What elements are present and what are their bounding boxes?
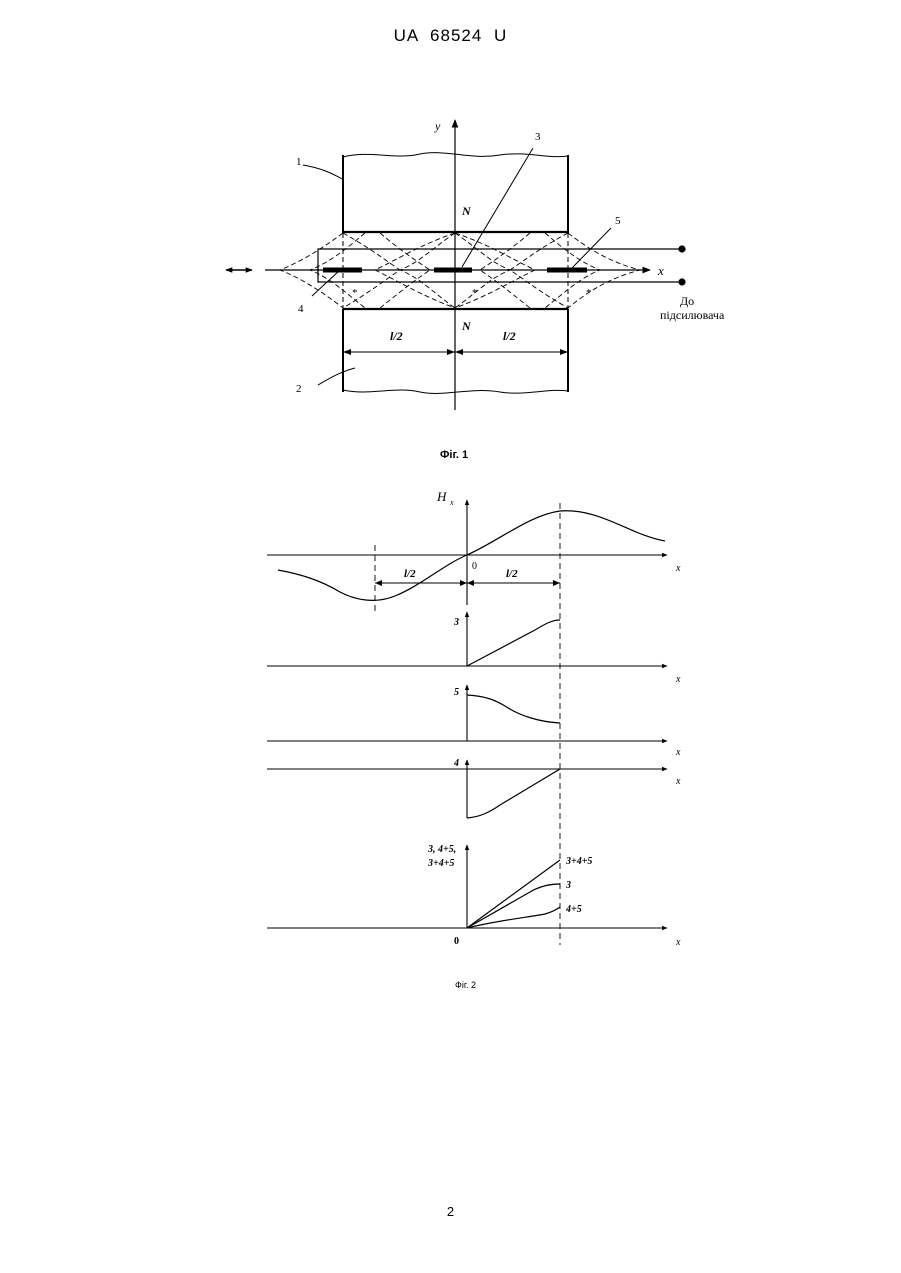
g4-curve xyxy=(467,769,560,818)
amplifier-label-1: До xyxy=(680,294,694,308)
dim-half-left: l/2 xyxy=(390,329,403,343)
g5-x-label: x xyxy=(675,747,681,758)
hx-dim-left: l/2 xyxy=(404,568,416,580)
hx-label: H xyxy=(436,489,447,504)
leader-1 xyxy=(303,165,344,180)
sum-curve-345-label: 3+4+5 xyxy=(565,856,592,867)
g3-label: 3 xyxy=(453,617,459,628)
svg-text:*: * xyxy=(586,287,592,299)
fig2-caption: Фіг. 2 xyxy=(455,980,476,990)
output-wire-top xyxy=(318,249,680,276)
pole-n-top: N xyxy=(461,204,472,218)
figure-2 xyxy=(267,500,667,945)
g5-label: 5 xyxy=(454,687,459,698)
hx-dim-right: l/2 xyxy=(506,568,518,580)
g4-x-label: x xyxy=(675,776,681,787)
sum-curve-3-label: 3 xyxy=(565,880,571,891)
hx-sub: x xyxy=(449,498,454,507)
sum-x-label: x xyxy=(675,937,681,948)
g5-curve xyxy=(467,695,560,723)
page-number: 2 xyxy=(0,1204,901,1219)
svg-text:*: * xyxy=(472,287,478,299)
fig1-caption: Фіг. 1 xyxy=(440,449,468,461)
ref-label-5: 5 xyxy=(615,215,621,227)
sum-origin: 0 xyxy=(454,936,459,947)
sum-label-2: 3+4+5 xyxy=(427,858,454,869)
g4-label: 4 xyxy=(453,758,459,769)
leader-2 xyxy=(318,368,355,385)
ref-label-4: 4 xyxy=(298,303,304,315)
hx-origin: 0 xyxy=(472,561,477,572)
sum-curve-45-label: 4+5 xyxy=(565,904,582,915)
pole-n-bottom: N xyxy=(461,319,472,333)
g3-x-label: x xyxy=(675,674,681,685)
dim-half-right: l/2 xyxy=(503,329,516,343)
ref-label-1: 1 xyxy=(296,156,302,168)
amplifier-label-2: підсилювача xyxy=(660,308,725,322)
svg-text:*: * xyxy=(352,287,358,299)
sum-label-1: 3, 4+5, xyxy=(427,844,456,855)
figure-1 xyxy=(226,120,685,410)
g3-curve xyxy=(467,620,560,666)
sum-curve-3 xyxy=(467,884,560,928)
fig1-y-label: y xyxy=(434,119,441,133)
leader-5 xyxy=(572,228,611,268)
hx-x-label: x xyxy=(675,563,681,574)
output-wire-bottom xyxy=(318,265,680,282)
leader-4 xyxy=(312,270,340,296)
fig1-x-label: x xyxy=(657,263,664,278)
ref-label-2: 2 xyxy=(296,383,302,395)
ref-label-3: 3 xyxy=(535,131,541,143)
hx-curve xyxy=(278,511,665,601)
sum-curve-345 xyxy=(467,860,560,928)
